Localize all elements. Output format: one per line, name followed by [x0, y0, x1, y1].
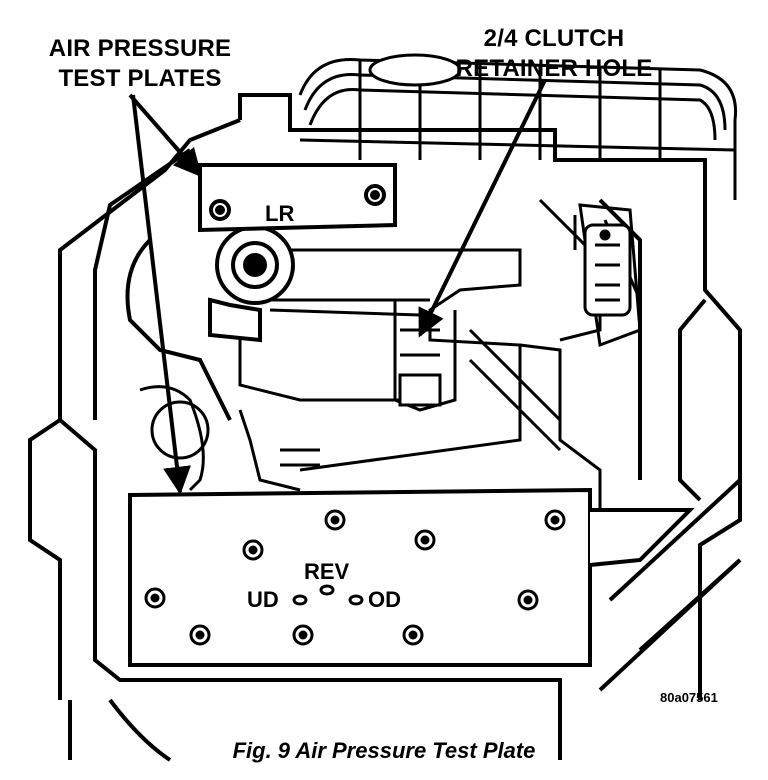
- electrical-connector: [583, 223, 632, 317]
- air-pressure-label-line1: AIR PRESSURE: [48, 35, 232, 62]
- air-pressure-label-line2: TEST PLATES: [58, 65, 222, 92]
- rev-label: REV: [304, 559, 350, 584]
- lr-label: LR: [265, 201, 295, 226]
- valve-body-interior: [139, 198, 642, 510]
- figure-caption: Fig. 9 Air Pressure Test Plate: [232, 738, 536, 763]
- ud-label: UD: [247, 587, 279, 612]
- plate-bolts: [144, 509, 566, 646]
- clutch-callout: 2/4 CLUTCH RETAINER HOLE: [440, 24, 668, 84]
- od-label: OD: [368, 587, 401, 612]
- figure-code: 80a07561: [660, 690, 718, 705]
- clutch-label-line2: RETAINER HOLE: [455, 55, 653, 82]
- lr-test-plate: [198, 163, 397, 233]
- drive-chain: [298, 53, 738, 200]
- clutch-label-line1: 2/4 CLUTCH: [483, 25, 625, 52]
- air-pressure-callout: AIR PRESSURE TEST PLATES: [22, 34, 258, 94]
- accumulator-cap: [208, 225, 295, 343]
- callout-arrows: [128, 79, 547, 495]
- lower-test-plate: [128, 487, 695, 667]
- test-ports: [292, 584, 364, 606]
